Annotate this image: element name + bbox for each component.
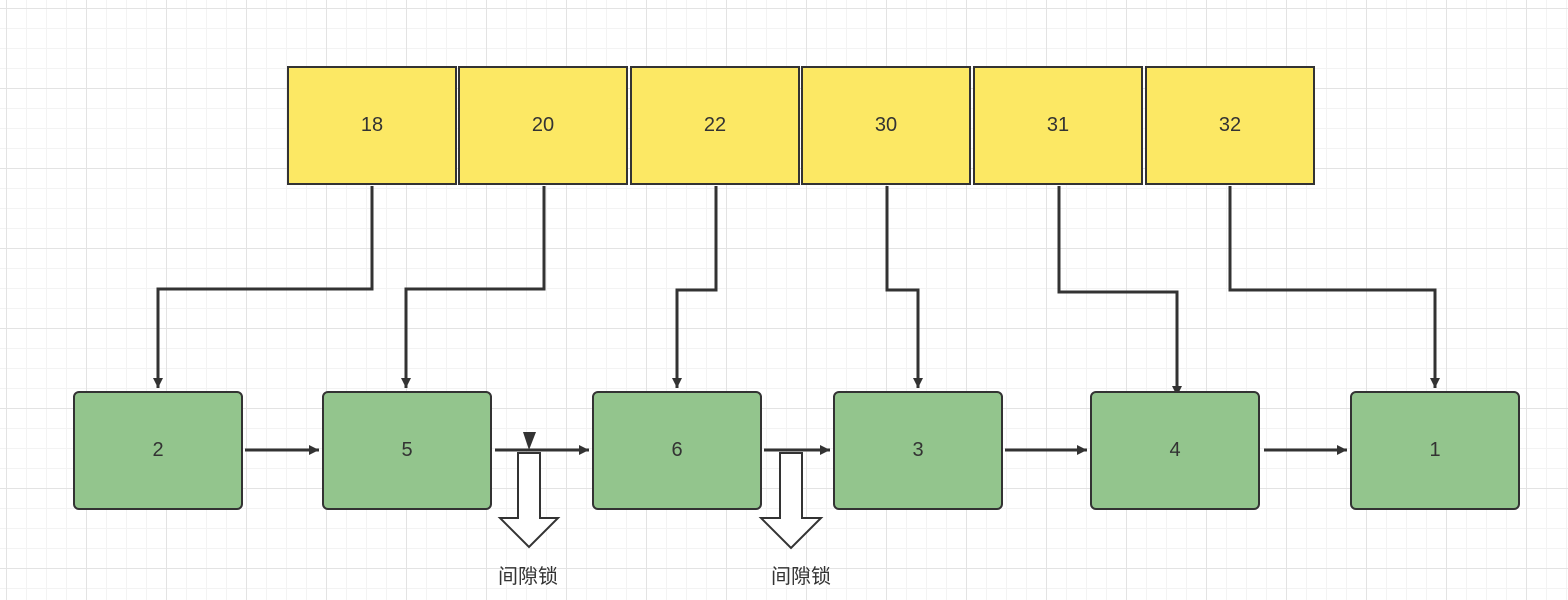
row-node: 3: [833, 391, 1003, 510]
index-key-cell: 31: [973, 66, 1143, 185]
row-node: 1: [1350, 391, 1520, 510]
pointer-18-to-2: [153, 186, 374, 388]
gap-marker-triangle: [523, 432, 536, 450]
index-key-cell: 30: [801, 66, 971, 185]
index-key-cell: 18: [287, 66, 457, 185]
gap-lock-arrow-1: [497, 452, 561, 549]
pointer-20-to-5: [401, 186, 546, 388]
index-key-cell: 20: [458, 66, 628, 185]
pointer-22-to-6: [672, 186, 718, 388]
index-key-cell: 22: [630, 66, 800, 185]
row-node: 5: [322, 391, 492, 510]
gap-lock-label: 间隙锁: [771, 566, 831, 588]
index-key-cell: 32: [1145, 66, 1315, 185]
gap-lock-arrow-2: [758, 452, 824, 550]
pointer-31-to-4: [1057, 186, 1182, 396]
gap-lock-label: 间隙锁: [498, 566, 558, 588]
pointer-30-to-3: [885, 186, 923, 388]
row-node: 6: [592, 391, 762, 510]
row-node: 4: [1090, 391, 1260, 510]
row-node: 2: [73, 391, 243, 510]
pointer-32-to-1: [1228, 186, 1440, 388]
